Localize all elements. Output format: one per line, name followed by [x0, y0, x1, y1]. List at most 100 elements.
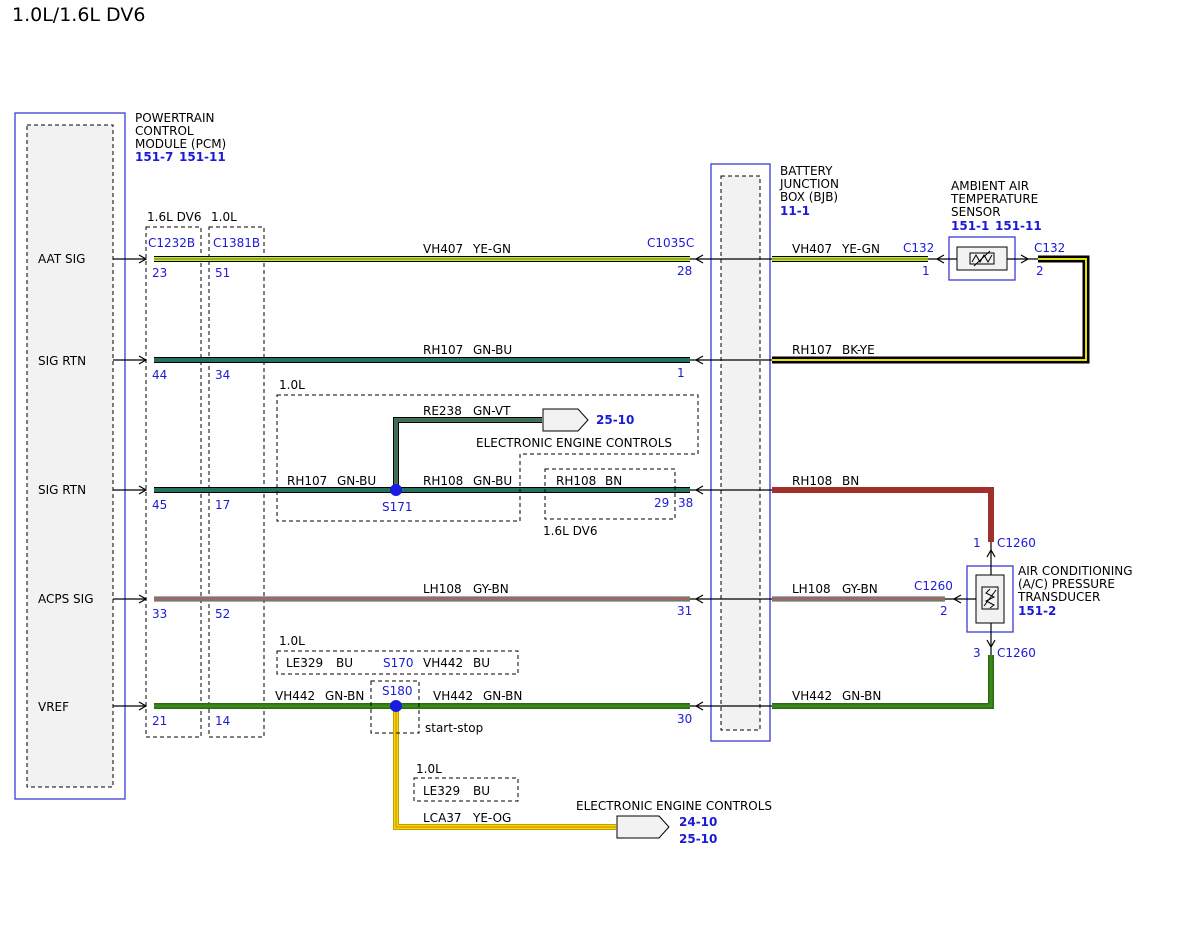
svg-text:3: 3	[973, 646, 981, 660]
pcm-pin-vref: VREF	[38, 700, 69, 714]
svg-text:BK-YE: BK-YE	[842, 343, 875, 357]
svg-text:1.6L DV6: 1.6L DV6	[147, 210, 201, 224]
pcm-name-2: CONTROL	[135, 124, 194, 138]
svg-text:LH108: LH108	[792, 582, 831, 596]
splice-s171[interactable]: S171	[382, 484, 413, 514]
svg-text:44: 44	[152, 368, 167, 382]
svg-text:C132: C132	[1034, 241, 1065, 255]
svg-text:25-10: 25-10	[596, 413, 634, 427]
svg-text:JUNCTION: JUNCTION	[779, 177, 839, 191]
svg-text:YE-GN: YE-GN	[472, 242, 511, 256]
svg-text:17: 17	[215, 498, 230, 512]
svg-text:RH108: RH108	[792, 474, 832, 488]
svg-text:LE329: LE329	[423, 784, 460, 798]
svg-text:AMBIENT AIR: AMBIENT AIR	[951, 179, 1029, 193]
region-1-0l-lower: 1.0L LE329 BU	[413, 762, 519, 802]
page-title: 1.0L/1.6L DV6	[12, 4, 146, 26]
svg-text:GN-BU: GN-BU	[473, 343, 512, 357]
pcm-connector-c1232b: 1.6L DV6 C1232B 23 44 45 33 21	[145, 210, 202, 738]
svg-text:29: 29	[654, 496, 669, 510]
svg-text:GY-BN: GY-BN	[842, 582, 878, 596]
svg-text:30: 30	[677, 712, 692, 726]
svg-text:RE238: RE238	[423, 404, 462, 418]
pcm-pin-sig-rtn-1: SIG RTN	[38, 354, 86, 368]
acp-transducer[interactable]: AIR CONDITIONING (A/C) PRESSURE TRANSDUC…	[914, 536, 1133, 660]
svg-text:2: 2	[1036, 264, 1044, 278]
svg-text:GN-BN: GN-BN	[325, 689, 364, 703]
svg-text:C1260: C1260	[997, 646, 1036, 660]
svg-text:1: 1	[973, 536, 981, 550]
svg-text:GY-BN: GY-BN	[473, 582, 509, 596]
svg-text:LH108: LH108	[423, 582, 462, 596]
svg-text:31: 31	[677, 604, 692, 618]
svg-text:GN-BU: GN-BU	[337, 474, 376, 488]
svg-text:1.0L: 1.0L	[279, 634, 305, 648]
eec-upper-connector[interactable]: 25-10 ELECTRONIC ENGINE CONTROLS	[476, 408, 672, 450]
svg-text:28: 28	[677, 264, 692, 278]
svg-text:1.0L: 1.0L	[416, 762, 442, 776]
svg-text:YE-OG: YE-OG	[472, 811, 511, 825]
svg-text:start-stop: start-stop	[425, 721, 483, 735]
bjb-connector: C1035C	[647, 236, 694, 250]
svg-text:(A/C) PRESSURE: (A/C) PRESSURE	[1018, 577, 1115, 591]
pcm-connector-c1381b: 1.0L C1381B 51 34 17 52 14	[208, 210, 265, 738]
svg-text:C1232B: C1232B	[148, 236, 195, 250]
eec-lower-connector[interactable]: ELECTRONIC ENGINE CONTROLS 24-10 25-10	[576, 799, 772, 846]
svg-text:33: 33	[152, 607, 167, 621]
svg-text:VH442: VH442	[433, 689, 473, 703]
svg-text:151-1: 151-1	[951, 219, 989, 233]
svg-text:BU: BU	[473, 784, 490, 798]
pcm-ref-2[interactable]: 151-11	[179, 150, 226, 164]
bjb-dv6-box: RH108 BN 29 1.6L DV6	[543, 468, 676, 538]
wire-vh407: VH407 YE-GN VH407 YE-GN	[154, 242, 928, 262]
svg-text:TRANSDUCER: TRANSDUCER	[1017, 590, 1100, 604]
svg-text:BN: BN	[605, 474, 622, 488]
svg-text:52: 52	[215, 607, 230, 621]
svg-text:LCA37: LCA37	[423, 811, 462, 825]
svg-text:VH442: VH442	[423, 656, 463, 670]
pcm-module[interactable]: POWERTRAIN CONTROL MODULE (PCM) 151-7 15…	[14, 111, 226, 800]
splice-s180[interactable]: S180 start-stop	[370, 680, 483, 735]
svg-text:VH442: VH442	[275, 689, 315, 703]
bjb-module[interactable]: BATTERY JUNCTION BOX (BJB) 11-1 C1035C 2…	[647, 163, 839, 742]
svg-text:S171: S171	[382, 500, 413, 514]
svg-text:151-2: 151-2	[1018, 604, 1056, 618]
region-1-0l-s170: 1.0L LE329 BU S170 VH442 BU	[276, 634, 519, 675]
svg-text:GN-BU: GN-BU	[473, 474, 512, 488]
svg-text:BATTERY: BATTERY	[780, 164, 833, 178]
wire-rh108: RH107 GN-BU RH108 GN-BU RH108 BN	[154, 474, 994, 542]
svg-text:GN-BN: GN-BN	[483, 689, 522, 703]
svg-text:RH108: RH108	[556, 474, 596, 488]
svg-text:RH107: RH107	[287, 474, 327, 488]
pcm-ref-1[interactable]: 151-7	[135, 150, 173, 164]
pcm-pin-aat-sig: AAT SIG	[38, 252, 85, 266]
svg-text:C132: C132	[903, 241, 934, 255]
svg-text:BU: BU	[336, 656, 353, 670]
svg-text:45: 45	[152, 498, 167, 512]
svg-text:VH407: VH407	[792, 242, 832, 256]
svg-text:23: 23	[152, 266, 167, 280]
svg-text:34: 34	[215, 368, 230, 382]
pcm-pin-acps-sig: ACPS SIG	[38, 592, 94, 606]
svg-text:38: 38	[678, 496, 693, 510]
svg-text:1.0L: 1.0L	[279, 378, 305, 392]
pcm-pin-sig-rtn-2: SIG RTN	[38, 483, 86, 497]
svg-text:SENSOR: SENSOR	[951, 205, 1001, 219]
wire-lca37: LCA37 YE-OG	[393, 706, 616, 830]
svg-text:LE329: LE329	[286, 656, 323, 670]
aat-sensor[interactable]: AMBIENT AIR TEMPERATURE SENSOR 151-1 151…	[903, 179, 1065, 281]
svg-text:2: 2	[940, 604, 948, 618]
region-1-0l-splice-s171: 1.0L	[276, 378, 699, 522]
pcm-pin-arrows	[113, 254, 148, 711]
svg-text:AIR CONDITIONING: AIR CONDITIONING	[1018, 564, 1133, 578]
svg-text:VH442: VH442	[792, 689, 832, 703]
svg-text:1.6L DV6: 1.6L DV6	[543, 524, 597, 538]
svg-text:S170: S170	[383, 656, 414, 670]
svg-text:21: 21	[152, 714, 167, 728]
bjb-pin-arrows	[690, 254, 772, 711]
svg-text:51: 51	[215, 266, 230, 280]
bjb-ref[interactable]: 11-1	[780, 204, 810, 218]
svg-text:BOX (BJB): BOX (BJB)	[780, 190, 838, 204]
svg-text:VH407: VH407	[423, 242, 463, 256]
